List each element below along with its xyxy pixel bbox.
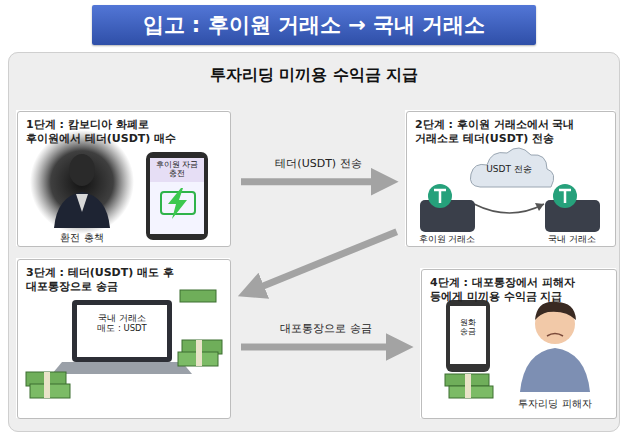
illustration-label: 투자리딩 피해자 bbox=[505, 398, 605, 410]
broker-figure bbox=[76, 194, 88, 212]
box-ground bbox=[16, 110, 230, 246]
broker-figure bbox=[69, 154, 95, 186]
illustration-label: 국내 거래소 bbox=[534, 234, 610, 244]
step-heading: 4단계 : 대포통장에서 피해자 등에게 미끼용 수익금 지급 bbox=[422, 270, 616, 311]
laptop-icon bbox=[52, 300, 192, 374]
phone-icon bbox=[446, 300, 490, 372]
broker-figure bbox=[30, 130, 134, 234]
phone-icon bbox=[168, 188, 187, 219]
step-box: 1단계 : 캄보디아 화폐로 후이원에서 테더(USDT) 매수 bbox=[17, 111, 231, 247]
illustration-label: USDT 전송 bbox=[474, 164, 544, 174]
victim-figure bbox=[520, 348, 590, 392]
step-heading: 3단계 : 테더(USDT) 매도 후 대포통장으로 송금 bbox=[18, 260, 194, 301]
title-banner: 입고 : 후이원 거래소 → 국내 거래소 bbox=[92, 5, 536, 45]
broker-figure bbox=[30, 130, 134, 234]
edge-label: 대포통장으로 송금 bbox=[280, 321, 372, 336]
box-ground bbox=[405, 110, 615, 246]
cloud-icon bbox=[474, 204, 544, 213]
illustration-label: 후이원 거래소 bbox=[409, 234, 485, 244]
cloud-icon bbox=[535, 203, 544, 211]
money-bundle bbox=[196, 340, 202, 366]
illustration-label: 환전 총책 bbox=[42, 232, 122, 244]
laptop-icon bbox=[77, 305, 167, 357]
laptop-icon bbox=[72, 300, 172, 362]
step-box: 4단계 : 대포통장에서 피해자 등에게 미끼용 수익금 지급 bbox=[421, 269, 617, 419]
step-heading: 1단계 : 캄보디아 화폐로 후이원에서 테더(USDT) 매수 bbox=[18, 112, 194, 153]
box-ground bbox=[420, 268, 616, 418]
flow-arrow bbox=[241, 344, 401, 351]
victim-figure bbox=[535, 302, 576, 320]
cloud-icon bbox=[470, 148, 553, 187]
flow-arrow bbox=[241, 178, 386, 185]
step-box: 2단계 : 후이원 거래소에서 국내 거래소로 테더(USDT) 전송 bbox=[406, 111, 616, 247]
phone-icon bbox=[150, 158, 204, 182]
money-bundle bbox=[26, 290, 493, 398]
money-bundle bbox=[465, 374, 471, 398]
phone-icon bbox=[146, 152, 208, 240]
flow-arrow bbox=[250, 232, 397, 292]
step-box: 3단계 : 테더(USDT) 매도 후 대포통장으로 송금 bbox=[17, 259, 231, 419]
illustration-label: 후이원 자금 충전 bbox=[152, 161, 202, 178]
money-bundle bbox=[44, 372, 50, 398]
cloud-icon bbox=[470, 148, 553, 213]
phone-icon bbox=[446, 300, 490, 372]
illustration-label: 원화 송금 bbox=[451, 318, 485, 336]
box-ground bbox=[16, 258, 230, 418]
step-heading: 2단계 : 후이원 거래소에서 국내 거래소로 테더(USDT) 전송 bbox=[407, 112, 615, 153]
phone-icon bbox=[450, 306, 486, 364]
wallet-icon bbox=[420, 184, 600, 232]
victim-figure bbox=[547, 334, 563, 337]
phone-icon bbox=[146, 152, 208, 240]
illustration-label: 국내 거래소 매도 : USDT bbox=[88, 314, 156, 334]
laptop-icon bbox=[52, 362, 192, 374]
panel-ground bbox=[8, 52, 620, 432]
victim-figure bbox=[520, 302, 590, 392]
money-bundle bbox=[180, 290, 216, 302]
panel-ground bbox=[8, 52, 620, 432]
box-ground bbox=[16, 110, 616, 418]
panel-heading: 투자리딩 미끼용 수익금 지급 bbox=[9, 65, 619, 86]
wallet-icon bbox=[434, 190, 571, 203]
phone-icon bbox=[150, 158, 204, 234]
broker-figure bbox=[54, 192, 110, 228]
edge-label: 테더(USDT) 전송 bbox=[275, 156, 361, 171]
